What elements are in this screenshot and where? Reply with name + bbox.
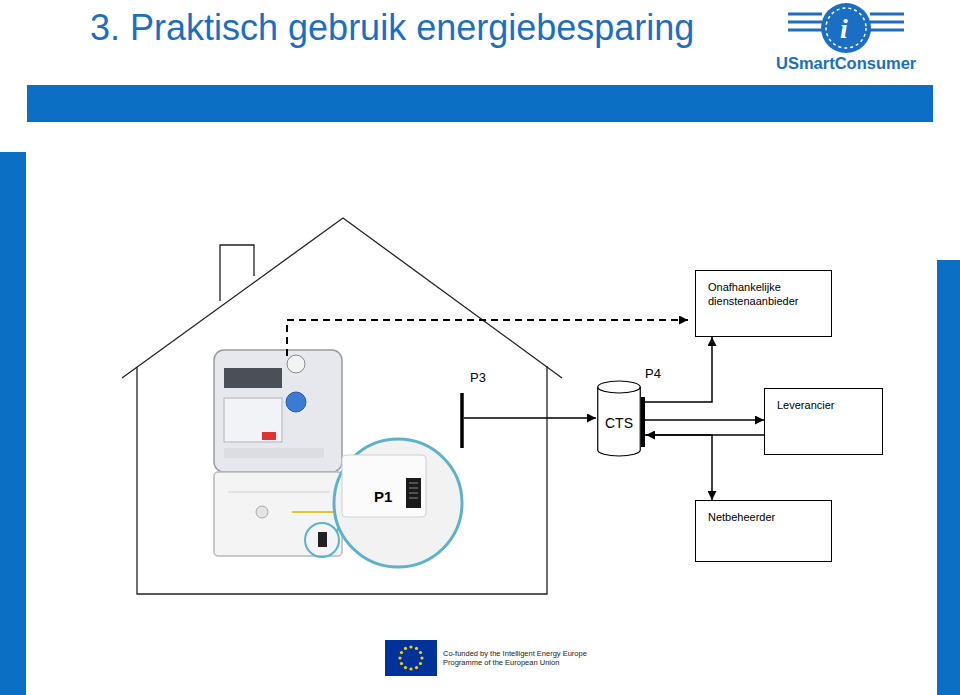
port-label: P1 [374, 488, 392, 506]
flag-star [404, 666, 407, 669]
flag-star [400, 662, 403, 665]
flag-star [419, 651, 422, 654]
flag-star [409, 645, 412, 648]
smart-meter [214, 350, 342, 557]
cylinder-outline [598, 381, 641, 456]
flag-star [415, 647, 418, 650]
port-bar [641, 397, 645, 447]
flag-star [400, 651, 403, 654]
house-outline [122, 218, 562, 594]
arrow-connector [641, 435, 712, 500]
logo-text: USmartConsumer [776, 54, 916, 74]
port-label: P3 [470, 370, 486, 386]
p3-line [464, 417, 596, 419]
flag-star [419, 662, 422, 665]
arrow-connector [641, 419, 764, 421]
flag-star [409, 667, 412, 670]
slide-title: 3. Praktisch gebruik energiebesparing [90, 8, 694, 48]
flag-star [415, 666, 418, 669]
dashed-link [287, 320, 688, 356]
side-bar [0, 152, 26, 695]
cylinder-outline [598, 387, 641, 393]
port-label: P4 [645, 366, 661, 382]
node-label: Leverancier [777, 399, 870, 413]
header-bar [27, 85, 933, 122]
arrow-connector [641, 337, 712, 402]
database-cylinder: CTS [597, 381, 641, 456]
logo [788, 3, 904, 53]
funding-note: Co-funded by the Intelligent Energy Euro… [443, 649, 593, 667]
eu-flag [385, 640, 437, 676]
flag-star [420, 656, 423, 659]
node-label: CTS [605, 415, 633, 433]
node-label: Netbeheerder [708, 511, 819, 525]
node-label: Onafhankelijke dienstenaanbieder [708, 281, 819, 309]
logo-letter: i [840, 12, 848, 46]
port-bar [460, 393, 464, 448]
service-box: Onafhankelijke dienstenaanbieder [695, 270, 832, 337]
side-bar [937, 260, 960, 695]
flag-star [398, 656, 401, 659]
flag-star [404, 647, 407, 650]
operator-box: Netbeheerder [695, 500, 832, 562]
supplier-box: Leverancier [764, 388, 883, 455]
port-magnifier [334, 439, 462, 567]
